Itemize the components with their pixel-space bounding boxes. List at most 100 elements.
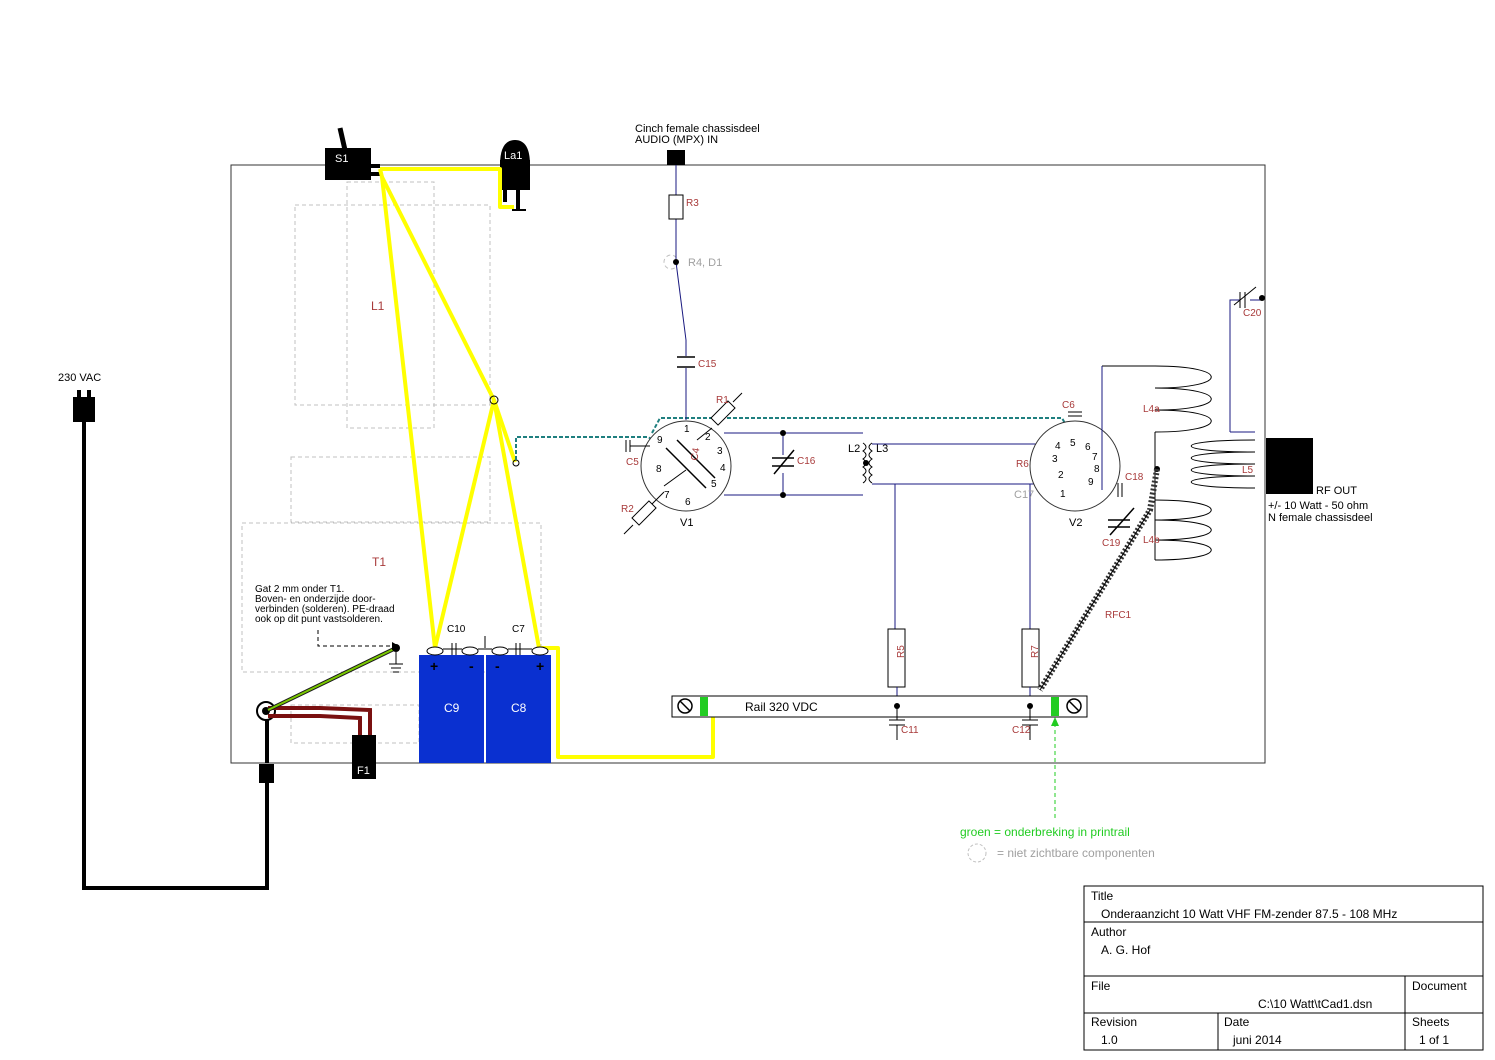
cinch-label-1: Cinch female chassisdeel <box>635 123 760 135</box>
c19-label: C19 <box>1102 538 1121 549</box>
svg-text:5: 5 <box>711 479 717 490</box>
cap-c7: C7 <box>512 624 525 655</box>
la1-label: La1 <box>504 150 522 162</box>
l1-label: L1 <box>371 299 385 313</box>
v1-label: V1 <box>680 517 693 529</box>
tb-date-value: juni 2014 <box>1232 1033 1282 1047</box>
svg-text:Boven- en onderzijde door-: Boven- en onderzijde door- <box>255 594 376 605</box>
coil-l4a <box>1102 365 1212 433</box>
tb-author-label: Author <box>1091 925 1126 939</box>
lamp-la1: La1 <box>500 140 530 211</box>
legend-hidden: = niet zichtbare componenten <box>997 846 1155 860</box>
svg-text:3: 3 <box>1052 454 1058 465</box>
heater-wiring <box>515 417 1071 460</box>
r4-d1-node <box>673 259 679 265</box>
note-text: Gat 2 mm onder T1. Boven- en onderzijde … <box>255 584 395 625</box>
svg-text:8: 8 <box>656 464 662 475</box>
legend-hidden-symbol <box>967 843 987 863</box>
tb-document-label: Document <box>1412 979 1467 993</box>
svg-text:-: - <box>469 658 474 674</box>
svg-text:6: 6 <box>685 497 691 508</box>
legend-green: groen = onderbreking in printrail <box>960 825 1130 839</box>
chassis-outline <box>230 164 1266 764</box>
cinch-connector <box>667 150 685 165</box>
t1-label: T1 <box>372 555 386 569</box>
c12-label: C12 <box>1012 725 1031 736</box>
c5-label: C5 <box>626 457 639 468</box>
c20-label: C20 <box>1243 308 1262 319</box>
audio-input-wiring <box>675 165 687 420</box>
tb-file-value: C:\10 Watt\tCad1.dsn <box>1258 997 1372 1011</box>
c4-label: C4 <box>689 447 702 462</box>
l3-label: L3 <box>876 443 888 455</box>
capacitor-c9: C9 + - <box>419 655 484 763</box>
rf-out-label-1: RF OUT <box>1316 485 1357 497</box>
mains-label: 230 VAC <box>58 372 101 384</box>
v2-pin-labels: 1 2 3 4 5 6 7 8 9 <box>1052 438 1100 500</box>
svg-text:1: 1 <box>1060 489 1066 500</box>
c18-label: C18 <box>1125 472 1144 483</box>
c10-label: C10 <box>447 624 466 635</box>
mains-plug <box>73 397 95 422</box>
c11-label: C11 <box>901 725 919 736</box>
svg-text:Gat 2 mm onder T1.: Gat 2 mm onder T1. <box>255 584 344 595</box>
c20-wiring <box>1229 299 1262 433</box>
l4b-label: L4b <box>1143 535 1160 546</box>
yellow-wiring <box>378 167 715 759</box>
cap-c18 <box>1117 483 1123 497</box>
junction-point <box>489 395 499 405</box>
resistor-r2 <box>623 491 665 535</box>
v2-label: V2 <box>1069 517 1082 529</box>
rail-break-right <box>1051 697 1059 716</box>
cap-c12 <box>1022 706 1038 740</box>
svg-text:ook op dit punt vastsolderen.: ook op dit punt vastsolderen. <box>255 614 383 625</box>
tb-revision-label: Revision <box>1091 1015 1137 1029</box>
rail-320vdc <box>671 695 1088 718</box>
svg-text:+: + <box>430 658 438 674</box>
switch-s1: S1 <box>325 127 380 180</box>
svg-text:8: 8 <box>1094 464 1100 475</box>
svg-text:+: + <box>536 658 544 674</box>
c6-label: C6 <box>1062 400 1075 411</box>
r3-label: R3 <box>686 198 699 209</box>
svg-text:6: 6 <box>1085 442 1091 453</box>
c16-label: C16 <box>797 456 816 467</box>
rf-out-connector <box>1266 438 1313 494</box>
rfc1-label: RFC1 <box>1105 610 1132 621</box>
svg-text:4: 4 <box>1055 441 1061 452</box>
c7-label: C7 <box>512 624 525 635</box>
svg-text:2: 2 <box>705 432 711 443</box>
svg-text:3: 3 <box>717 446 723 457</box>
resistor-r3 <box>668 194 684 220</box>
tube-v1 <box>640 420 732 512</box>
rail-label: Rail 320 VDC <box>745 700 818 714</box>
cap-c20 <box>1233 286 1257 308</box>
cord-grommet <box>259 764 274 783</box>
r2-label: R2 <box>621 504 634 515</box>
l3-to-v2-wiring <box>872 443 1037 629</box>
rf-out-label-2: +/- 10 Watt - 50 ohm <box>1268 500 1368 512</box>
coil-l4b <box>1154 432 1212 561</box>
svg-text:7: 7 <box>1092 452 1098 463</box>
rail-break-left <box>700 697 708 716</box>
l4a-label: L4a <box>1143 404 1160 415</box>
earth-symbol <box>389 652 403 673</box>
r5-label: R5 <box>896 645 907 658</box>
tb-title-value: Onderaanzicht 10 Watt VHF FM-zender 87.5… <box>1101 907 1397 921</box>
svg-text:2: 2 <box>1058 470 1064 481</box>
tube-v2 <box>1029 420 1121 512</box>
svg-text:7: 7 <box>664 490 670 501</box>
tb-sheets-value: 1 of 1 <box>1419 1033 1449 1047</box>
r7-label: R7 <box>1030 645 1041 658</box>
note-arrow <box>317 630 392 647</box>
svg-text:5: 5 <box>1070 438 1076 449</box>
cap-c10: C10 <box>447 624 466 655</box>
tb-file-label: File <box>1091 979 1111 993</box>
c17-label: C17 <box>1014 489 1034 501</box>
c9-label: C9 <box>444 701 460 715</box>
tb-title-label: Title <box>1091 889 1114 903</box>
tb-sheets-label: Sheets <box>1412 1015 1449 1029</box>
svg-text:verbinden (solderen). PE-draad: verbinden (solderen). PE-draad <box>255 604 395 615</box>
s1-label: S1 <box>335 153 348 165</box>
